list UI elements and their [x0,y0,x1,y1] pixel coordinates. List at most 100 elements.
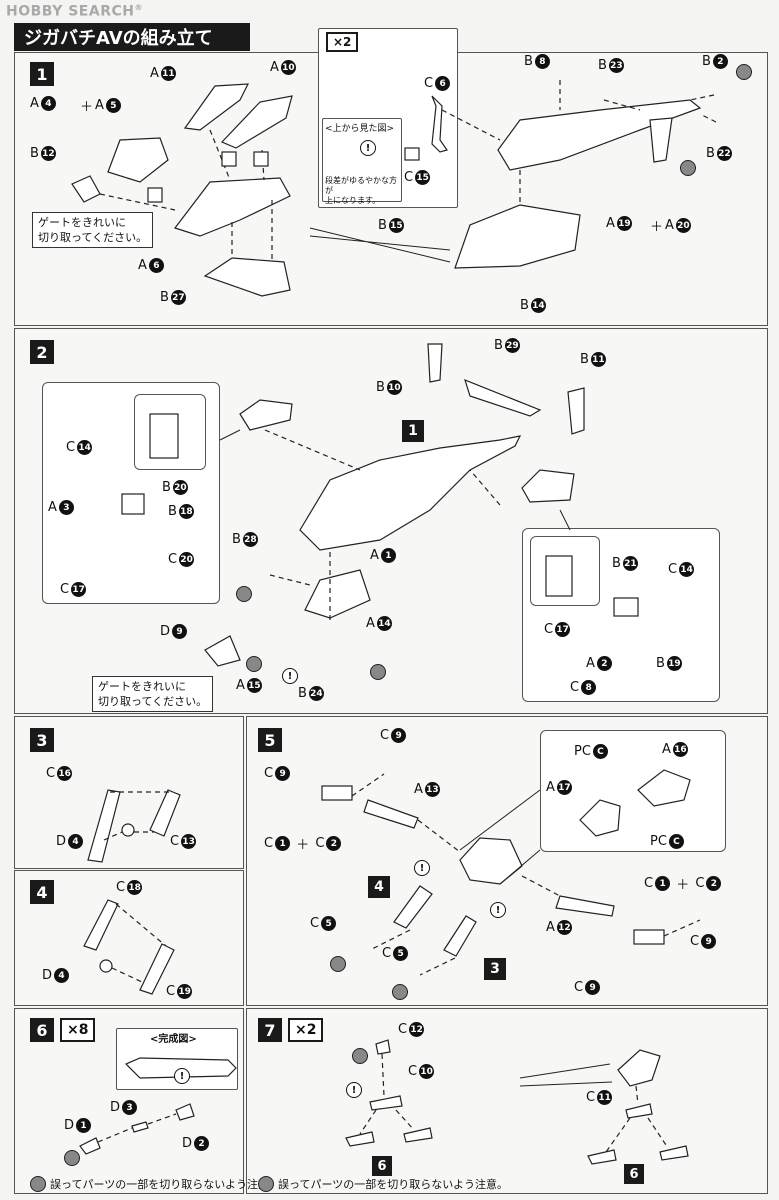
missile-right-b [659,1145,689,1161]
caution-icon: ! [414,860,430,876]
top-view-caption: <上から見た図> [325,124,395,134]
tail-fin-step1 [649,117,673,163]
ref-box-1a [221,151,237,167]
leg-c18 [83,899,119,951]
part-a4-a5 [107,137,169,183]
part-c15 [404,147,420,161]
finished-view-caption: <完成図> [150,1034,197,1045]
top-view-box [322,118,402,202]
footer-note-step7: 誤ってパーツの一部を切り取らないよう注意。 [258,1176,508,1192]
pod-left [239,399,293,431]
canopy-step1 [454,204,581,269]
fin-b10 [427,343,443,383]
part-a6 [174,177,291,237]
part-b20 [121,493,145,515]
watermark: HOBBY SEARCH® [6,3,143,20]
step-7-number: 7 [258,1018,282,1042]
step-2-ref-1: 1 [402,420,424,442]
part-a12 [555,895,615,917]
step-4-number: 4 [30,880,54,904]
part-d3 [131,1121,149,1133]
scissors-warning-icon [680,160,696,176]
scissors-warning-icon [258,1176,274,1192]
part-d9 [204,635,241,667]
step-7-ref-6b: 6 [624,1164,644,1184]
gate-note-2: ゲートをきれいに 切り取ってください。 [92,676,214,712]
leg-c13 [149,789,181,837]
gate-note-1: ゲートをきれいに 切り取ってください。 [32,212,154,248]
body-center [459,837,523,885]
scissors-warning-icon [352,1048,368,1064]
scissors-warning-icon [330,956,346,972]
part-d4-step3 [121,823,135,837]
plate-lower [633,929,665,945]
caution-icon: ! [490,902,506,918]
part-c12 [375,1039,391,1055]
part-3-assembly [443,915,477,957]
step-5-ref-3: 3 [484,958,506,980]
step-6-multiplier: ×8 [60,1018,96,1042]
step-5-number: 5 [258,728,282,752]
part-4-assembly [393,885,433,929]
step-7-panel [246,1008,768,1194]
assembled-pod [617,1049,661,1087]
scissors-warning-icon [370,664,386,680]
step-6-number: 6 [30,1018,54,1042]
part-a13 [363,799,419,829]
step-1-multiplier: ×2 [326,32,359,52]
scissors-warning-icon [30,1176,46,1192]
missile-right-a [403,1127,433,1143]
scissors-warning-icon [736,64,752,80]
wing-b29 [464,378,542,417]
part-b12 [71,175,101,203]
scissors-warning-icon [246,656,262,672]
caution-icon: ! [282,668,298,684]
part-a10 [220,95,293,149]
